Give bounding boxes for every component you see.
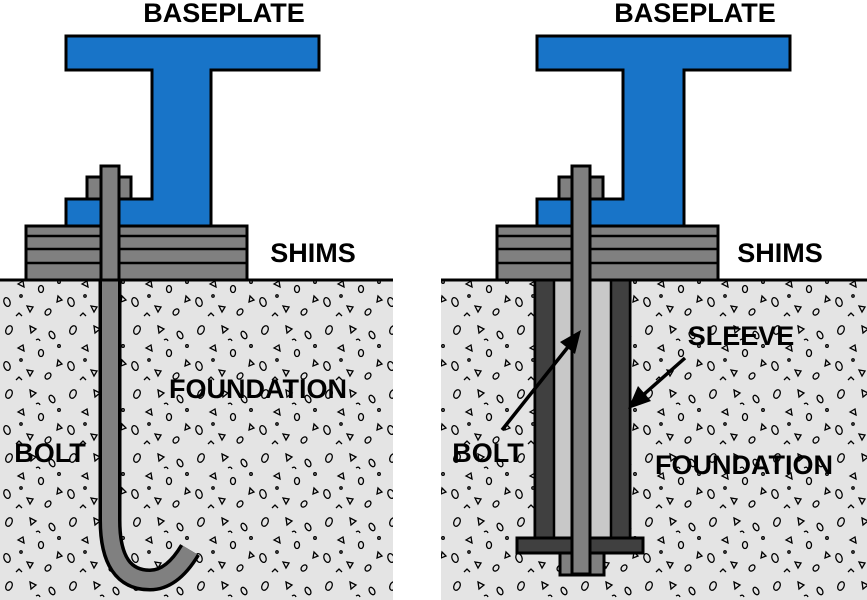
- right-sleeve-label: SLEEVE: [688, 321, 795, 351]
- sleeve-arrow: [640, 356, 687, 398]
- right-bolt-shank: [570, 164, 592, 576]
- left-foundation: [0, 280, 393, 600]
- right-baseplate-label: BASEPLATE: [614, 0, 776, 28]
- right-foundation: [441, 280, 867, 600]
- left-bolt-label: BOLT: [14, 438, 86, 468]
- right-foundation-label: FOUNDATION: [655, 450, 833, 480]
- right-arrows: [500, 330, 687, 432]
- left-foundation-label: FOUNDATION: [169, 374, 347, 404]
- left-baseplate-label: BASEPLATE: [143, 0, 305, 28]
- right-bolt-label: BOLT: [452, 438, 524, 468]
- left-shims: [24, 224, 249, 282]
- right-shims: [495, 224, 720, 282]
- left-j-bolt: [85, 164, 200, 592]
- right-shims-label: SHIMS: [737, 238, 823, 268]
- left-shims-label: SHIMS: [270, 238, 356, 268]
- left-bolt-shank: [99, 164, 121, 282]
- left-panel: BASEPLATE SHIMS FOUNDATION BOLT: [0, 0, 393, 600]
- right-panel: BASEPLATE SHIMS SLEEVE BOLT FOUNDATION: [441, 0, 867, 600]
- right-straight-bolt: [557, 164, 606, 577]
- bolt-arrow: [500, 345, 570, 432]
